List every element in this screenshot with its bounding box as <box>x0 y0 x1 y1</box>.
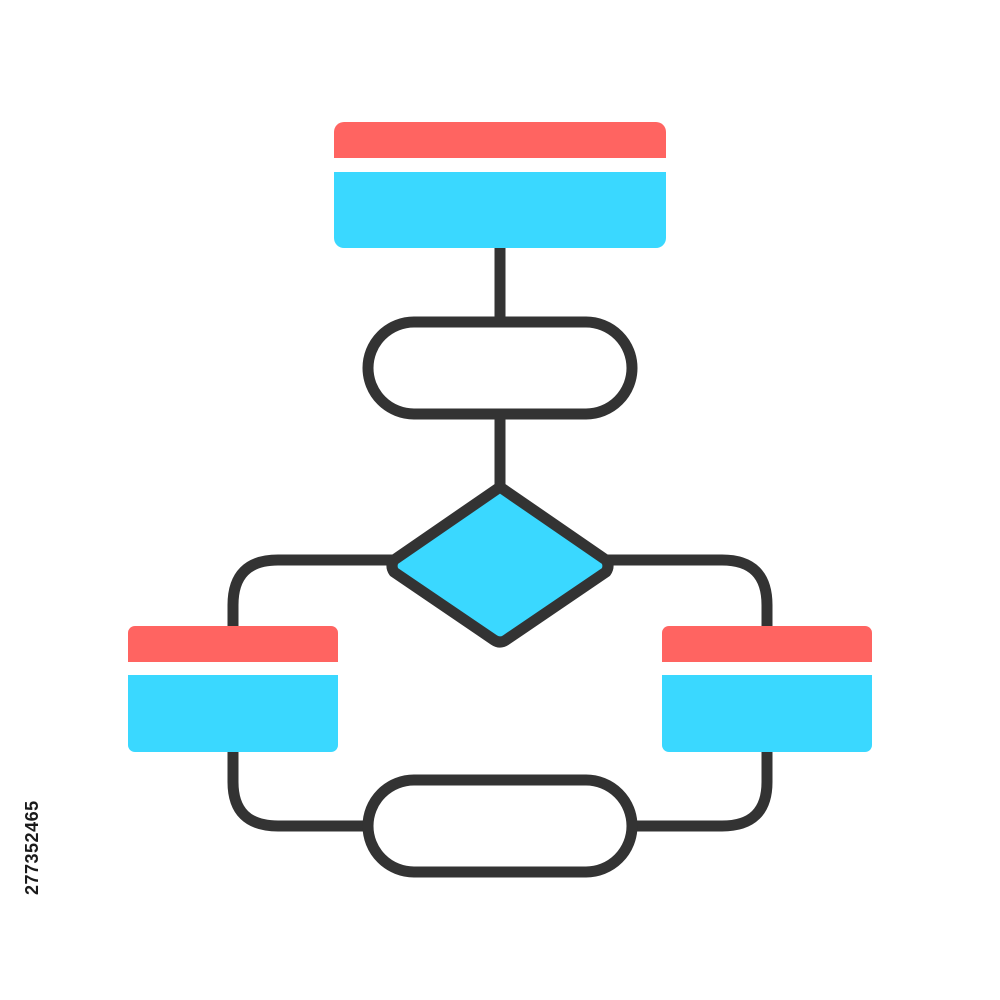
left-card-header-bottom <box>128 644 338 662</box>
left-card-body-top <box>128 675 338 695</box>
bottom-terminal <box>362 774 638 878</box>
connector-diamond-to-right-card <box>600 554 773 633</box>
right-card-body-top <box>662 675 872 695</box>
decision-diamond <box>386 481 614 648</box>
connector-diamond-to-left-card <box>227 554 400 633</box>
right-card-header-bottom <box>662 644 872 662</box>
top-terminal <box>362 316 638 420</box>
connector-left-card-to-bottom-terminal <box>227 746 374 832</box>
left-card <box>128 626 338 752</box>
top-card <box>334 122 666 248</box>
right-card <box>662 626 872 752</box>
connector-right-card-to-bottom-terminal <box>626 746 773 832</box>
connectors <box>227 242 773 832</box>
top-card-body-top <box>334 172 666 192</box>
top-card-header-bottom <box>334 140 666 158</box>
